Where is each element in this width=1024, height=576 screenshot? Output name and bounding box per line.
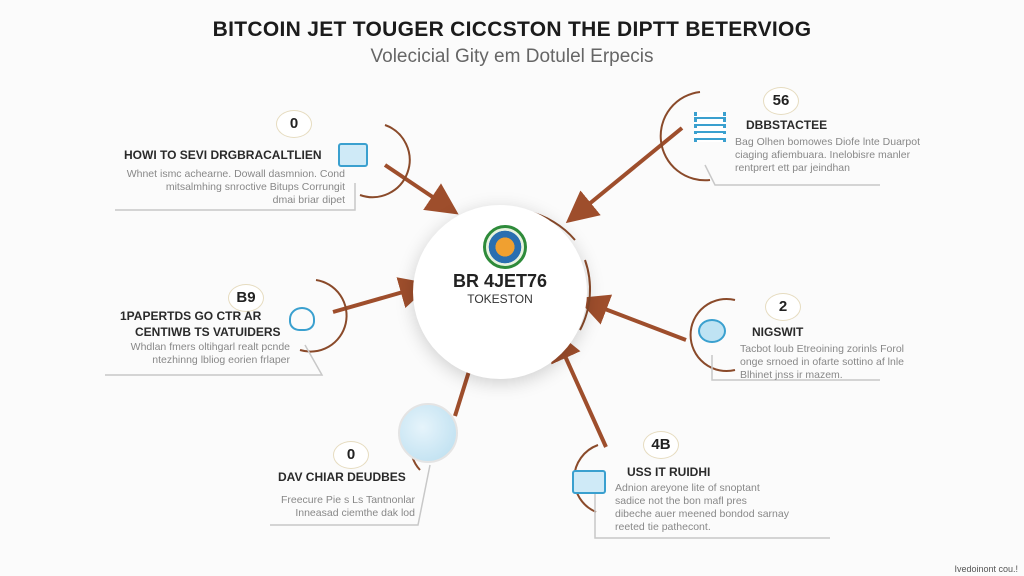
- desc-line: Whnet ismc achearne. Dowall dasmnion. Co…: [126, 168, 345, 180]
- desc-line: ciaging afiembuara. Inelobisre manler: [735, 149, 911, 161]
- desc-line: dibeche auer meened bondod sarnay: [615, 508, 789, 520]
- card-icon: [572, 470, 606, 494]
- globe-icon: [398, 403, 458, 463]
- desc-line: onge srnoed in ofarte sottino af lnle: [740, 356, 905, 368]
- arrow-right: [576, 294, 687, 342]
- hub-logo-icon: [483, 225, 527, 269]
- hub-title: BR 4JET76: [452, 271, 548, 291]
- node-badge: B9: [228, 284, 264, 312]
- node-title: NIGSWIT: [752, 325, 804, 339]
- node-badge: 56: [763, 87, 799, 115]
- desc-line: Whdlan fmers oltihgarl realt pcnde: [130, 341, 290, 353]
- desc-line: Inneasad ciemthe dak lod: [295, 507, 415, 519]
- node-description: Whdlan fmers oltihgarl realt pcnde ntezh…: [100, 341, 290, 367]
- node-title: USS IT RUIDHI: [627, 465, 711, 479]
- arrow-left: [332, 277, 432, 314]
- node-badge: 4B: [643, 431, 679, 459]
- desc-line: Adnion areyone lite of snoptant: [615, 482, 760, 494]
- desc-line: rentprert ett par jeindhan: [735, 162, 850, 174]
- node-description: Tacbot loub Etreoining zorinls Forol ong…: [740, 343, 940, 382]
- desc-line: Blhinet jnss ir mazem.: [740, 369, 843, 381]
- desc-line: dmai briar dipet: [272, 194, 345, 206]
- node-title-line2: CENTIWB TS VATUIDERS: [135, 325, 281, 339]
- node-title: 1PAPERTDS GO CTR AR: [120, 309, 262, 323]
- node-title: DBBSTACTEE: [746, 118, 828, 132]
- footer-credit: Ivedoinont cou.!: [954, 564, 1018, 574]
- arrow-top-left: [383, 163, 459, 215]
- chat-icon: [698, 319, 726, 343]
- node-description: Bag Olhen bomowes Diofe lnte Duarpot cia…: [735, 136, 935, 175]
- desc-line: Tacbot loub Etreoining zorinls Forol: [740, 343, 905, 355]
- desc-line: ntezhinng lbliog eorien frlaper: [152, 354, 290, 366]
- node-badge: 2: [765, 293, 801, 321]
- node-badge: 0: [333, 441, 369, 469]
- shield-icon: [289, 307, 315, 331]
- document-icon: [338, 143, 368, 167]
- page-title: BITCOIN JET TOUGER CICCSTON THE DIPTT BE…: [212, 18, 812, 41]
- desc-line: Freecure Pie s Ls Tantnonlar: [280, 494, 415, 506]
- desc-line: sadice not the bon mafl pres: [615, 495, 747, 507]
- node-title: DAV CHIAR DEUDBES: [278, 470, 406, 484]
- node-description: Adnion areyone lite of snoptant sadice n…: [615, 482, 815, 534]
- node-badge: 0: [276, 110, 312, 138]
- node-title: HOWI TO SEVI DRGBRACALTLIEN: [124, 148, 322, 162]
- node-description: Freecure Pie s Ls Tantnonlar Inneasad ci…: [270, 494, 415, 520]
- node-description: Whnet ismc achearne. Dowall dasmnion. Co…: [100, 168, 345, 207]
- network-icon: [694, 112, 726, 142]
- desc-line: Bag Olhen bomowes Diofe lnte Duarpot: [735, 136, 921, 148]
- arrow-bottom-right: [551, 328, 608, 448]
- desc-line: reeted tie pathecont.: [615, 521, 711, 533]
- page-subtitle: Volecicial Gity em Dotulel Erpecis: [370, 46, 654, 67]
- arrow-top-right: [565, 126, 684, 224]
- hub-subtitle: TOKESTON: [467, 292, 533, 306]
- desc-line: mitsalmhing snroctive Bitups Corrungit: [165, 181, 345, 193]
